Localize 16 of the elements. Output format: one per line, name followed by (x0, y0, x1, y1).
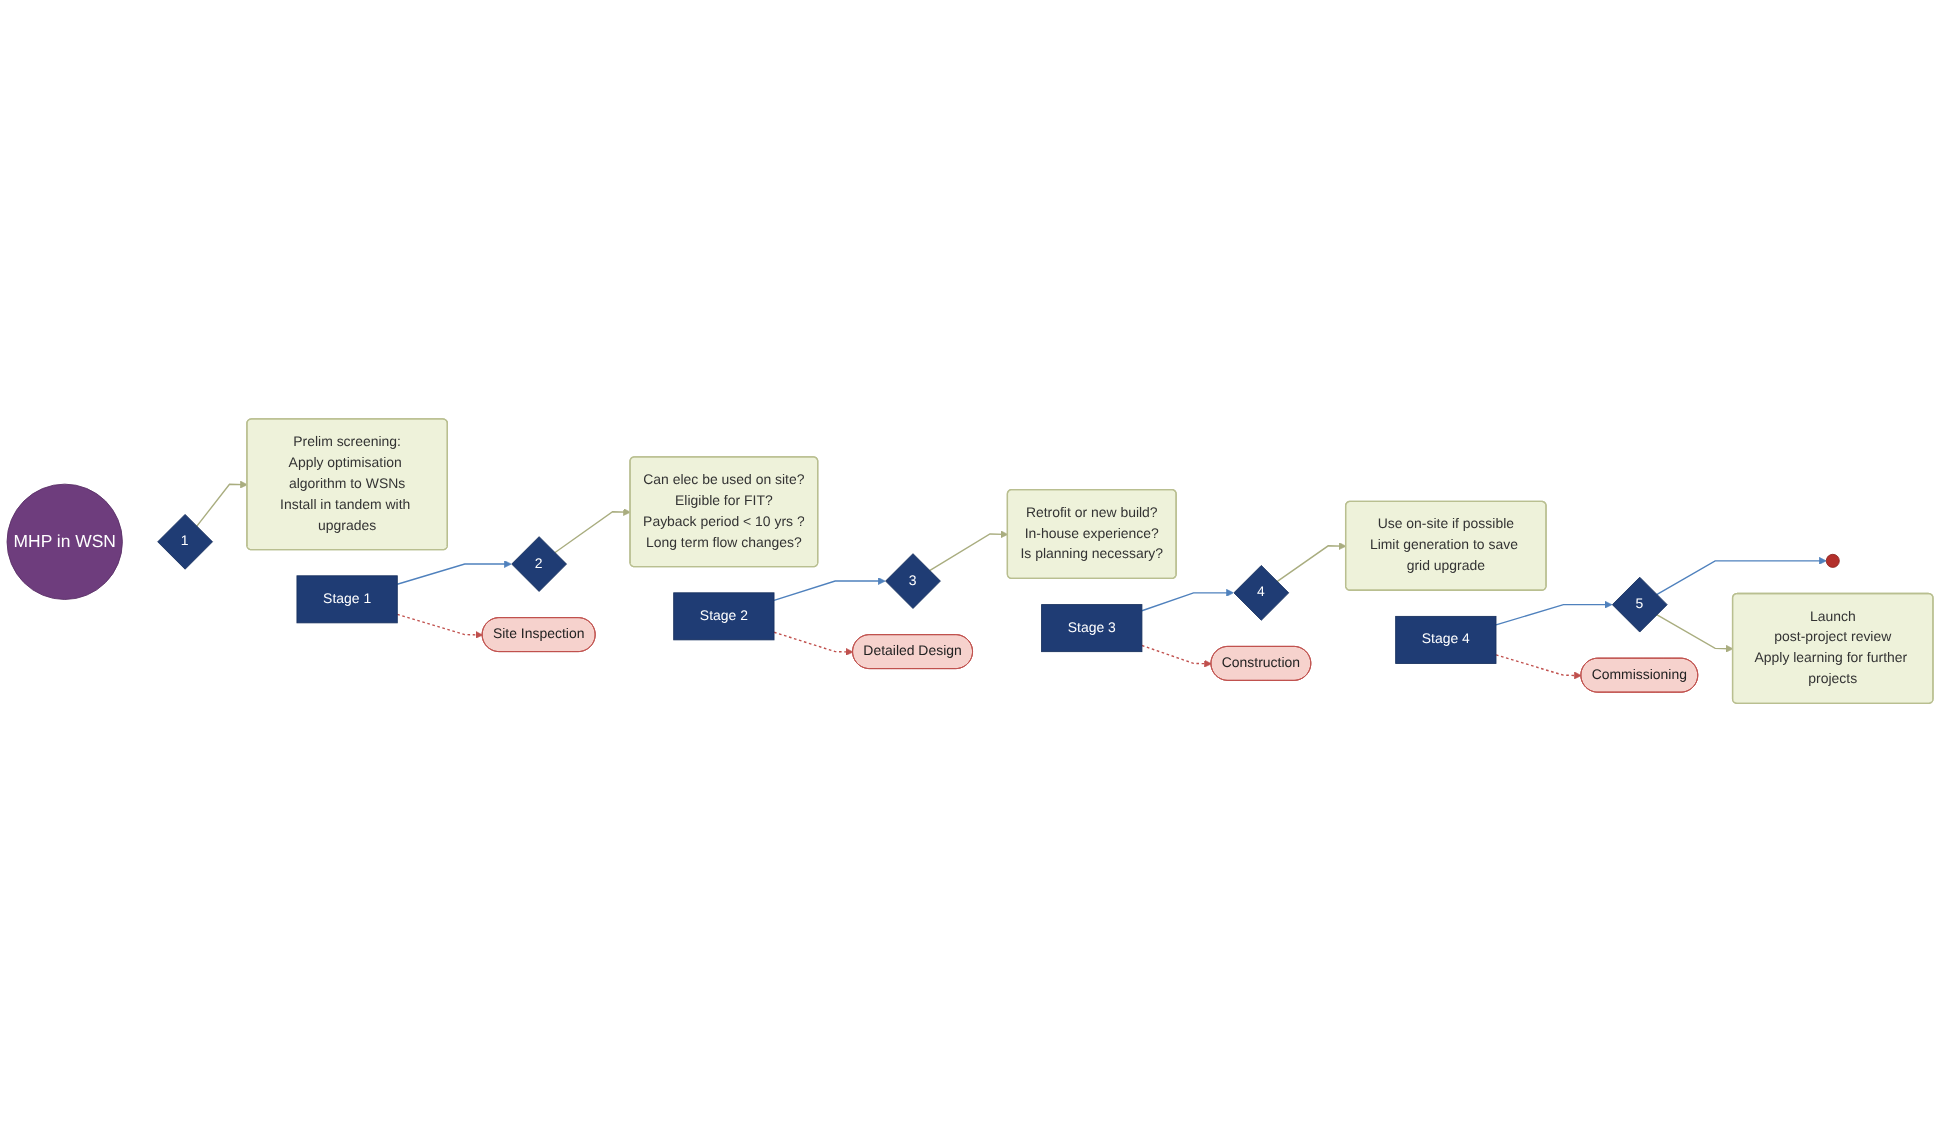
node-circle: MHP in WSN (6, 483, 123, 600)
arrow (773, 631, 854, 656)
arrow (1276, 542, 1347, 583)
arrow (1495, 600, 1613, 626)
arrow (1656, 613, 1734, 653)
arrow (195, 480, 248, 527)
arrow (396, 560, 512, 585)
arrow (1656, 556, 1827, 596)
arrow (1141, 588, 1234, 612)
arrow (1141, 644, 1212, 668)
arrow (773, 577, 886, 601)
arrow (1495, 654, 1582, 680)
arrow (928, 530, 1009, 572)
arrow (396, 613, 483, 639)
arrow (554, 508, 631, 554)
node-circle (1825, 553, 1840, 568)
